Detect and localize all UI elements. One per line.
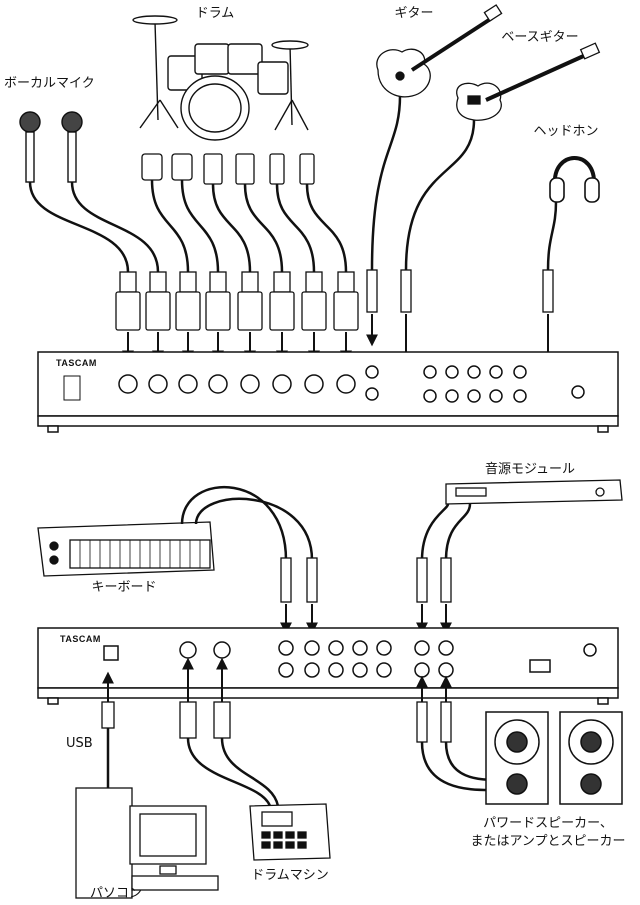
label-powered-speakers-1: パワードスピーカー、 — [483, 816, 613, 831]
guitar-cables — [370, 95, 558, 271]
label-guitar: ギター — [394, 6, 434, 21]
keyboard-icon — [37, 521, 215, 577]
drum-machine-icon — [249, 803, 331, 861]
drum-kit-icon — [132, 15, 309, 141]
phone-plugs — [366, 269, 554, 313]
rear-output-arrows — [102, 657, 452, 702]
computer-icon — [75, 787, 219, 899]
label-powered-speakers-2: またはアンプとスピーカー — [470, 834, 626, 849]
label-computer: パソコン — [89, 886, 143, 901]
front-brand: TASCAM — [56, 358, 97, 368]
rear-brand: TASCAM — [60, 634, 101, 644]
label-drums: ドラム — [195, 6, 235, 21]
sound-module-icon — [445, 479, 623, 505]
vocal-mic-icon — [19, 111, 83, 183]
label-sound-module: 音源モジュール — [484, 462, 576, 477]
bass-guitar-icon — [456, 42, 601, 121]
label-drum-machine: ドラムマシン — [251, 868, 329, 883]
label-keyboard: キーボード — [91, 580, 157, 595]
rear-input-cables — [180, 485, 472, 561]
mic-cables — [28, 181, 160, 273]
label-vocal-mic: ボーカルマイク — [4, 76, 95, 91]
front-panel: TASCAM — [37, 351, 619, 433]
label-headphones: ヘッドホン — [533, 124, 599, 139]
powered-speakers-icon — [485, 711, 623, 805]
xlr-connectors — [115, 271, 359, 331]
drum-mics — [141, 153, 315, 185]
label-usb: USB — [66, 736, 93, 751]
drum-mic-cables — [150, 179, 348, 273]
rear-panel: TASCAM — [37, 627, 619, 705]
label-bass-guitar: ベースギター — [501, 30, 579, 45]
headphones-icon — [549, 156, 600, 203]
rear-plugs — [280, 557, 452, 603]
bottom-plugs — [101, 701, 452, 743]
guitar-icon — [376, 4, 503, 98]
